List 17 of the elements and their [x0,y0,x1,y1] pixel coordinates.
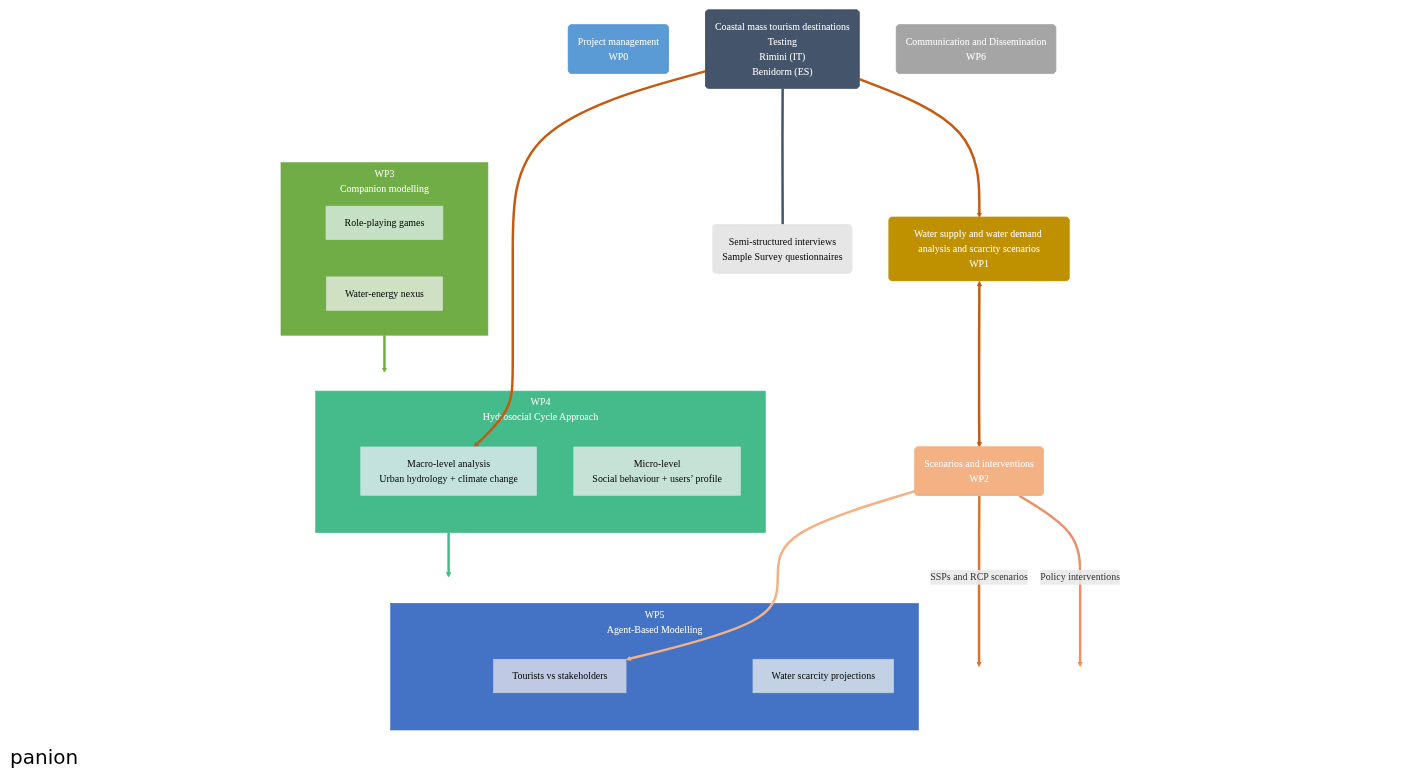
arrow [976,280,982,448]
arrow [445,532,451,578]
node-box: Water scarcity projections [752,658,894,694]
arrow [975,495,982,667]
node-box: Tourists vs stakeholders [492,658,626,694]
node-box: Role-playing games [325,205,443,240]
note-text: panion [10,745,79,769]
arrow [381,335,387,373]
arrow [1018,494,1083,667]
node-box: Micro-level Social behaviour + users’ profile [572,446,741,496]
arrow [858,78,982,218]
edge-label: Policy interventions [1039,571,1120,583]
arrow [473,69,706,448]
node-box: Water-energy nexus [325,276,443,311]
edge-label: SSPs and RCP scenarios [929,571,1028,583]
node-box: Macro-level analysis Urban hydrology + climate change [359,446,537,496]
arrow [625,489,916,662]
